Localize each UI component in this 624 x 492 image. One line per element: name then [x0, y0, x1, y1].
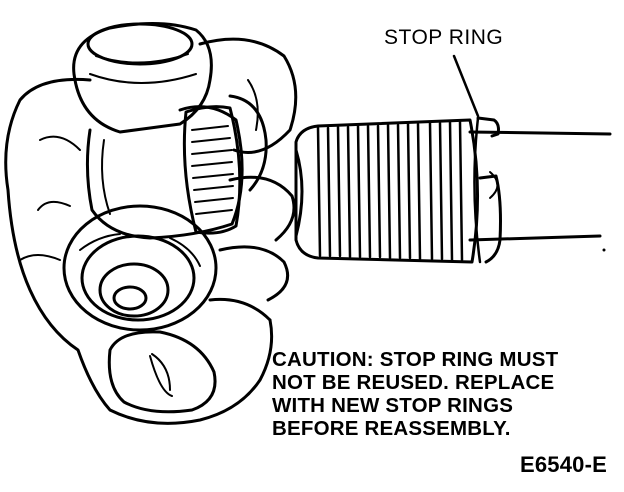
stop-ring-leader-line	[452, 54, 480, 118]
caution-line-2: NOT BE REUSED. REPLACE	[272, 371, 555, 394]
stop-ring-label: STOP RING	[384, 26, 504, 49]
splined-shaft-end	[294, 118, 479, 264]
shaft	[468, 130, 612, 252]
figure-id: E6540-E	[520, 452, 608, 477]
stop-ring	[473, 116, 502, 264]
tripod-joint	[62, 22, 298, 332]
caution-line-3: WITH NEW STOP RINGS	[272, 394, 514, 417]
caution-line-4: BEFORE REASSEMBLY.	[272, 417, 511, 440]
hand	[4, 77, 296, 425]
caution-note: CAUTION: STOP RING MUST NOT BE REUSED. R…	[272, 348, 612, 440]
caution-line-1: CAUTION: STOP RING MUST	[272, 348, 559, 371]
